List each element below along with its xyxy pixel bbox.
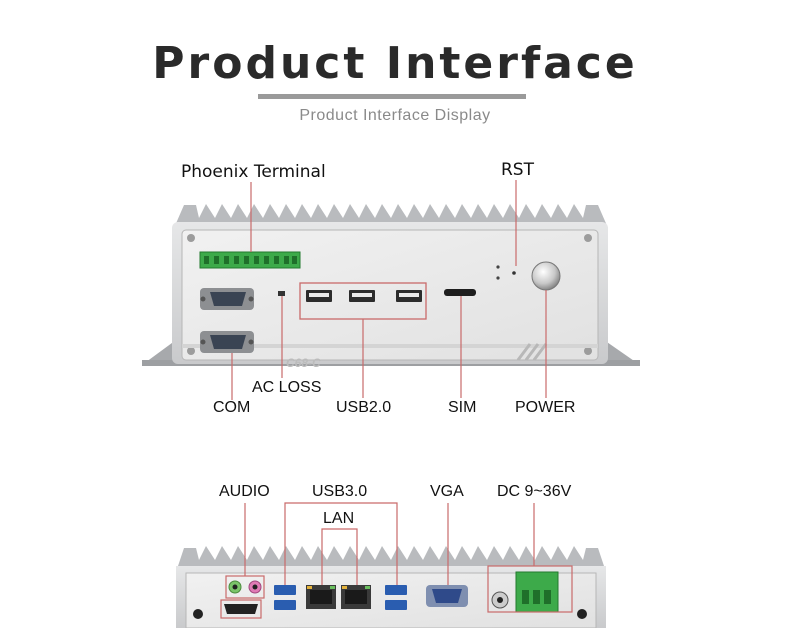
com-port-2 xyxy=(200,331,254,353)
label-usb2: USB2.0 xyxy=(336,399,392,416)
page-title: Product Interface xyxy=(152,38,638,89)
title-underline xyxy=(258,94,526,99)
label-phoenix-terminal: Phoenix Terminal xyxy=(181,162,326,182)
page-subtitle: Product Interface Display xyxy=(299,107,491,124)
label-rst: RST xyxy=(501,160,534,180)
bottom-device xyxy=(176,502,606,628)
ac-loss-switch xyxy=(278,291,285,296)
com-port-1 xyxy=(200,288,254,310)
top-device: C68-C xyxy=(142,180,640,400)
label-audio: AUDIO xyxy=(219,483,270,500)
label-com: COM xyxy=(213,399,251,416)
label-vga: VGA xyxy=(430,483,464,500)
sim-slot xyxy=(444,289,476,296)
label-usb3: USB3.0 xyxy=(312,483,368,500)
label-sim: SIM xyxy=(448,399,477,416)
label-lan: LAN xyxy=(323,510,355,527)
label-power: POWER xyxy=(515,399,576,416)
model-text: C68-C xyxy=(286,356,321,370)
phoenix-terminal-port xyxy=(199,251,301,269)
label-dc-input: DC 9~36V xyxy=(497,483,572,500)
power-button-graphic xyxy=(531,261,561,291)
label-ac-loss: AC LOSS xyxy=(252,379,322,396)
